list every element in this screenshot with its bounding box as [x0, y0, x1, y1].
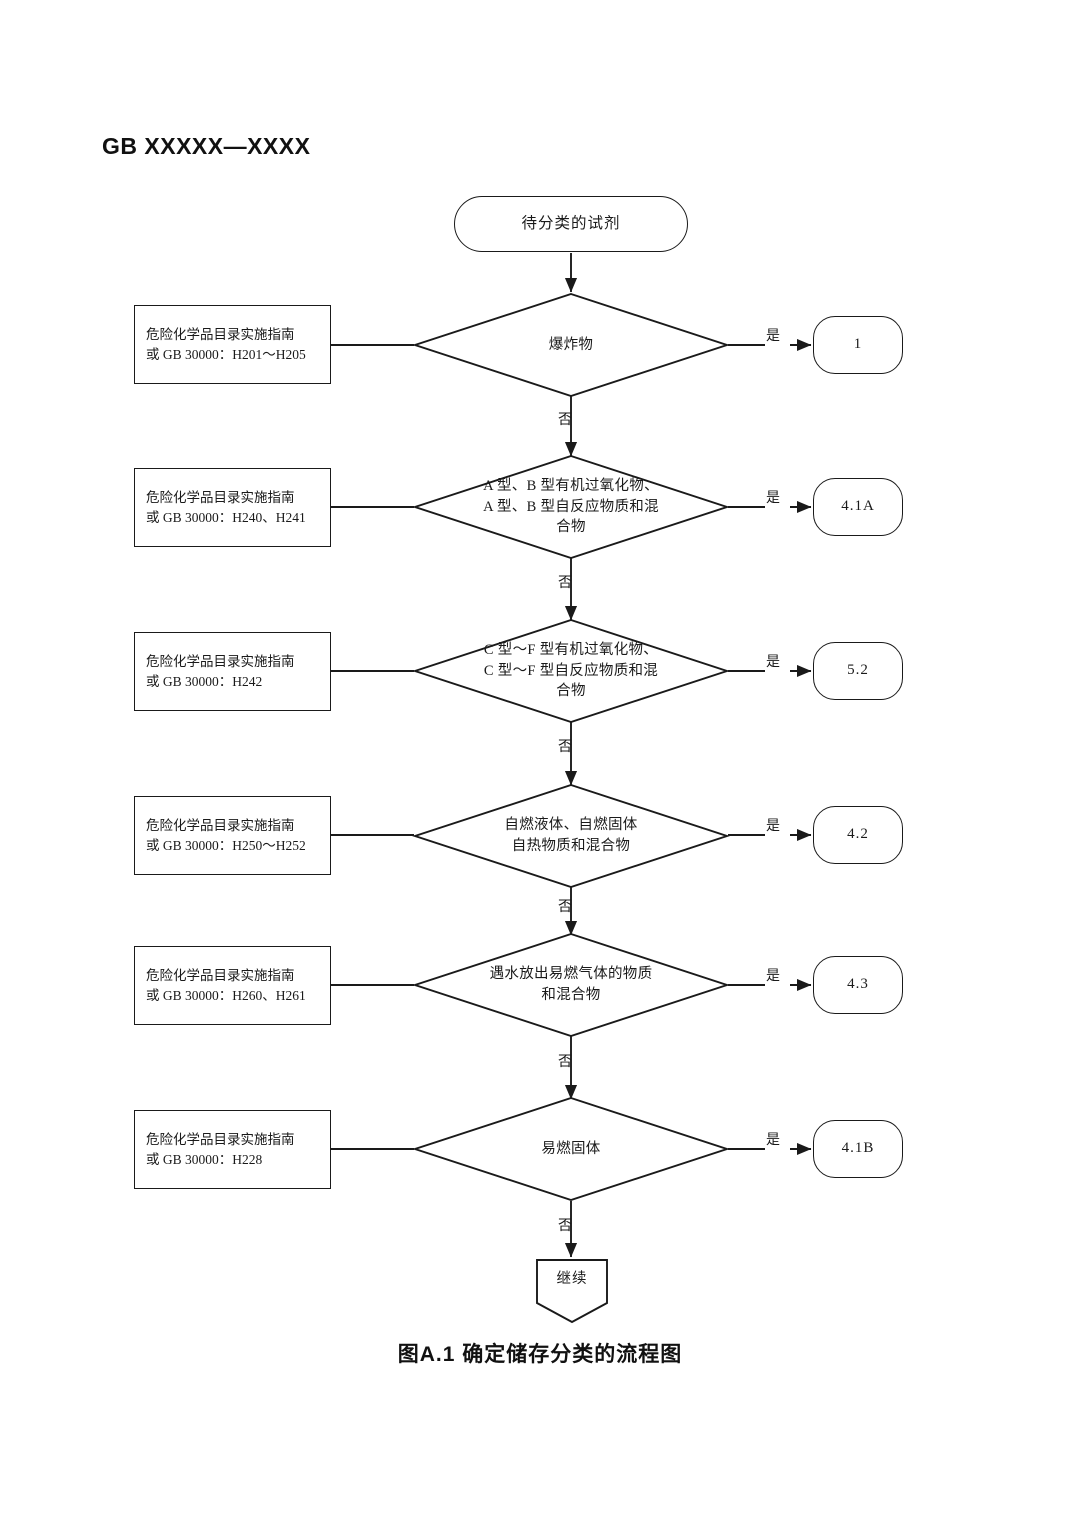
figure-caption: 图A.1 确定储存分类的流程图 — [397, 1343, 683, 1366]
end-node-label: 继续 — [556, 1271, 588, 1288]
start-node-label: 待分类的试剂 — [521, 215, 621, 232]
result-node-6: 4.1B — [813, 1120, 903, 1178]
decision-diamond-6: 易燃固体 — [411, 1097, 731, 1201]
yes-text-4: 是 — [766, 819, 780, 834]
edge-label-no-6: 否 — [558, 1220, 572, 1234]
start-node: 待分类的试剂 — [454, 196, 688, 252]
result-node-6-label: 4.1B — [841, 1140, 875, 1157]
reference-box-6: 危险化学品目录实施指南 或 GB 30000：H228 — [134, 1110, 331, 1189]
no-text-1: 否 — [558, 413, 572, 428]
yes-text-6: 是 — [766, 1133, 780, 1148]
edge-label-no-4: 否 — [558, 901, 572, 915]
yes-text-5: 是 — [766, 969, 780, 984]
no-text-6: 否 — [558, 1219, 572, 1234]
result-node-3: 5.2 — [813, 642, 903, 700]
no-text-3: 否 — [558, 740, 572, 755]
result-node-1: 1 — [813, 316, 903, 374]
yes-text-1: 是 — [766, 329, 780, 344]
edge-label-yes-5: 是 — [766, 970, 780, 984]
reference-box-2: 危险化学品目录实施指南 或 GB 30000：H240、H241 — [134, 468, 331, 547]
result-node-3-label: 5.2 — [847, 662, 869, 679]
reference-box-6-label: 危险化学品目录实施指南 或 GB 30000：H228 — [146, 1132, 295, 1167]
reference-box-5: 危险化学品目录实施指南 或 GB 30000：H260、H261 — [134, 946, 331, 1025]
reference-box-1-label: 危险化学品目录实施指南 或 GB 30000：H201～H205 — [146, 327, 306, 362]
end-node: 继续 — [536, 1259, 608, 1324]
document-header: GB XXXXX—XXXX — [102, 133, 311, 159]
reference-box-2-label: 危险化学品目录实施指南 或 GB 30000：H240、H241 — [146, 490, 306, 525]
decision-diamond-6-label: 易燃固体 — [541, 1140, 601, 1157]
no-text-2: 否 — [558, 576, 572, 591]
edge-label-yes-6: 是 — [766, 1134, 780, 1148]
edge-label-no-3: 否 — [558, 741, 572, 755]
decision-diamond-4-label: 自燃液体、自燃固体 自热物质和混合物 — [504, 817, 638, 854]
decision-diamond-1: 爆炸物 — [411, 293, 731, 397]
result-node-4: 4.2 — [813, 806, 903, 864]
reference-box-1: 危险化学品目录实施指南 或 GB 30000：H201～H205 — [134, 305, 331, 384]
edge-label-no-2: 否 — [558, 577, 572, 591]
decision-diamond-5: 遇水放出易燃气体的物质 和混合物 — [411, 933, 731, 1037]
decision-diamond-1-label: 爆炸物 — [548, 336, 594, 353]
reference-box-5-label: 危险化学品目录实施指南 或 GB 30000：H260、H261 — [146, 968, 306, 1003]
reference-box-4: 危险化学品目录实施指南 或 GB 30000：H250～H252 — [134, 796, 331, 875]
decision-diamond-2: A 型、B 型有机过氧化物、 A 型、B 型自反应物质和混 合物 — [411, 455, 731, 559]
yes-text-3: 是 — [766, 655, 780, 670]
no-text-5: 否 — [558, 1055, 572, 1070]
no-text-4: 否 — [558, 900, 572, 915]
result-node-4-label: 4.2 — [847, 826, 869, 843]
result-node-5: 4.3 — [813, 956, 903, 1014]
edge-label-yes-3: 是 — [766, 656, 780, 670]
result-node-2-label: 4.1A — [841, 498, 875, 515]
decision-diamond-4: 自燃液体、自燃固体 自热物质和混合物 — [411, 784, 731, 888]
reference-box-3-label: 危险化学品目录实施指南 或 GB 30000：H242 — [146, 654, 295, 689]
decision-diamond-2-label: A 型、B 型有机过氧化物、 A 型、B 型自反应物质和混 合物 — [483, 478, 659, 536]
edge-label-no-5: 否 — [558, 1056, 572, 1070]
edge-label-no-1: 否 — [558, 414, 572, 428]
decision-diamond-3-label: C 型～F 型有机过氧化物、 C 型～F 型自反应物质和混 合物 — [483, 642, 659, 700]
result-node-2: 4.1A — [813, 478, 903, 536]
reference-box-3: 危险化学品目录实施指南 或 GB 30000：H242 — [134, 632, 331, 711]
decision-diamond-3: C 型～F 型有机过氧化物、 C 型～F 型自反应物质和混 合物 — [411, 619, 731, 723]
edge-label-yes-1: 是 — [766, 330, 780, 344]
yes-text-2: 是 — [766, 491, 780, 506]
reference-box-4-label: 危险化学品目录实施指南 或 GB 30000：H250～H252 — [146, 818, 306, 853]
result-node-1-label: 1 — [853, 336, 863, 353]
result-node-5-label: 4.3 — [847, 976, 869, 993]
edge-label-yes-4: 是 — [766, 820, 780, 834]
edge-label-yes-2: 是 — [766, 492, 780, 506]
decision-diamond-5-label: 遇水放出易燃气体的物质 和混合物 — [489, 966, 653, 1003]
